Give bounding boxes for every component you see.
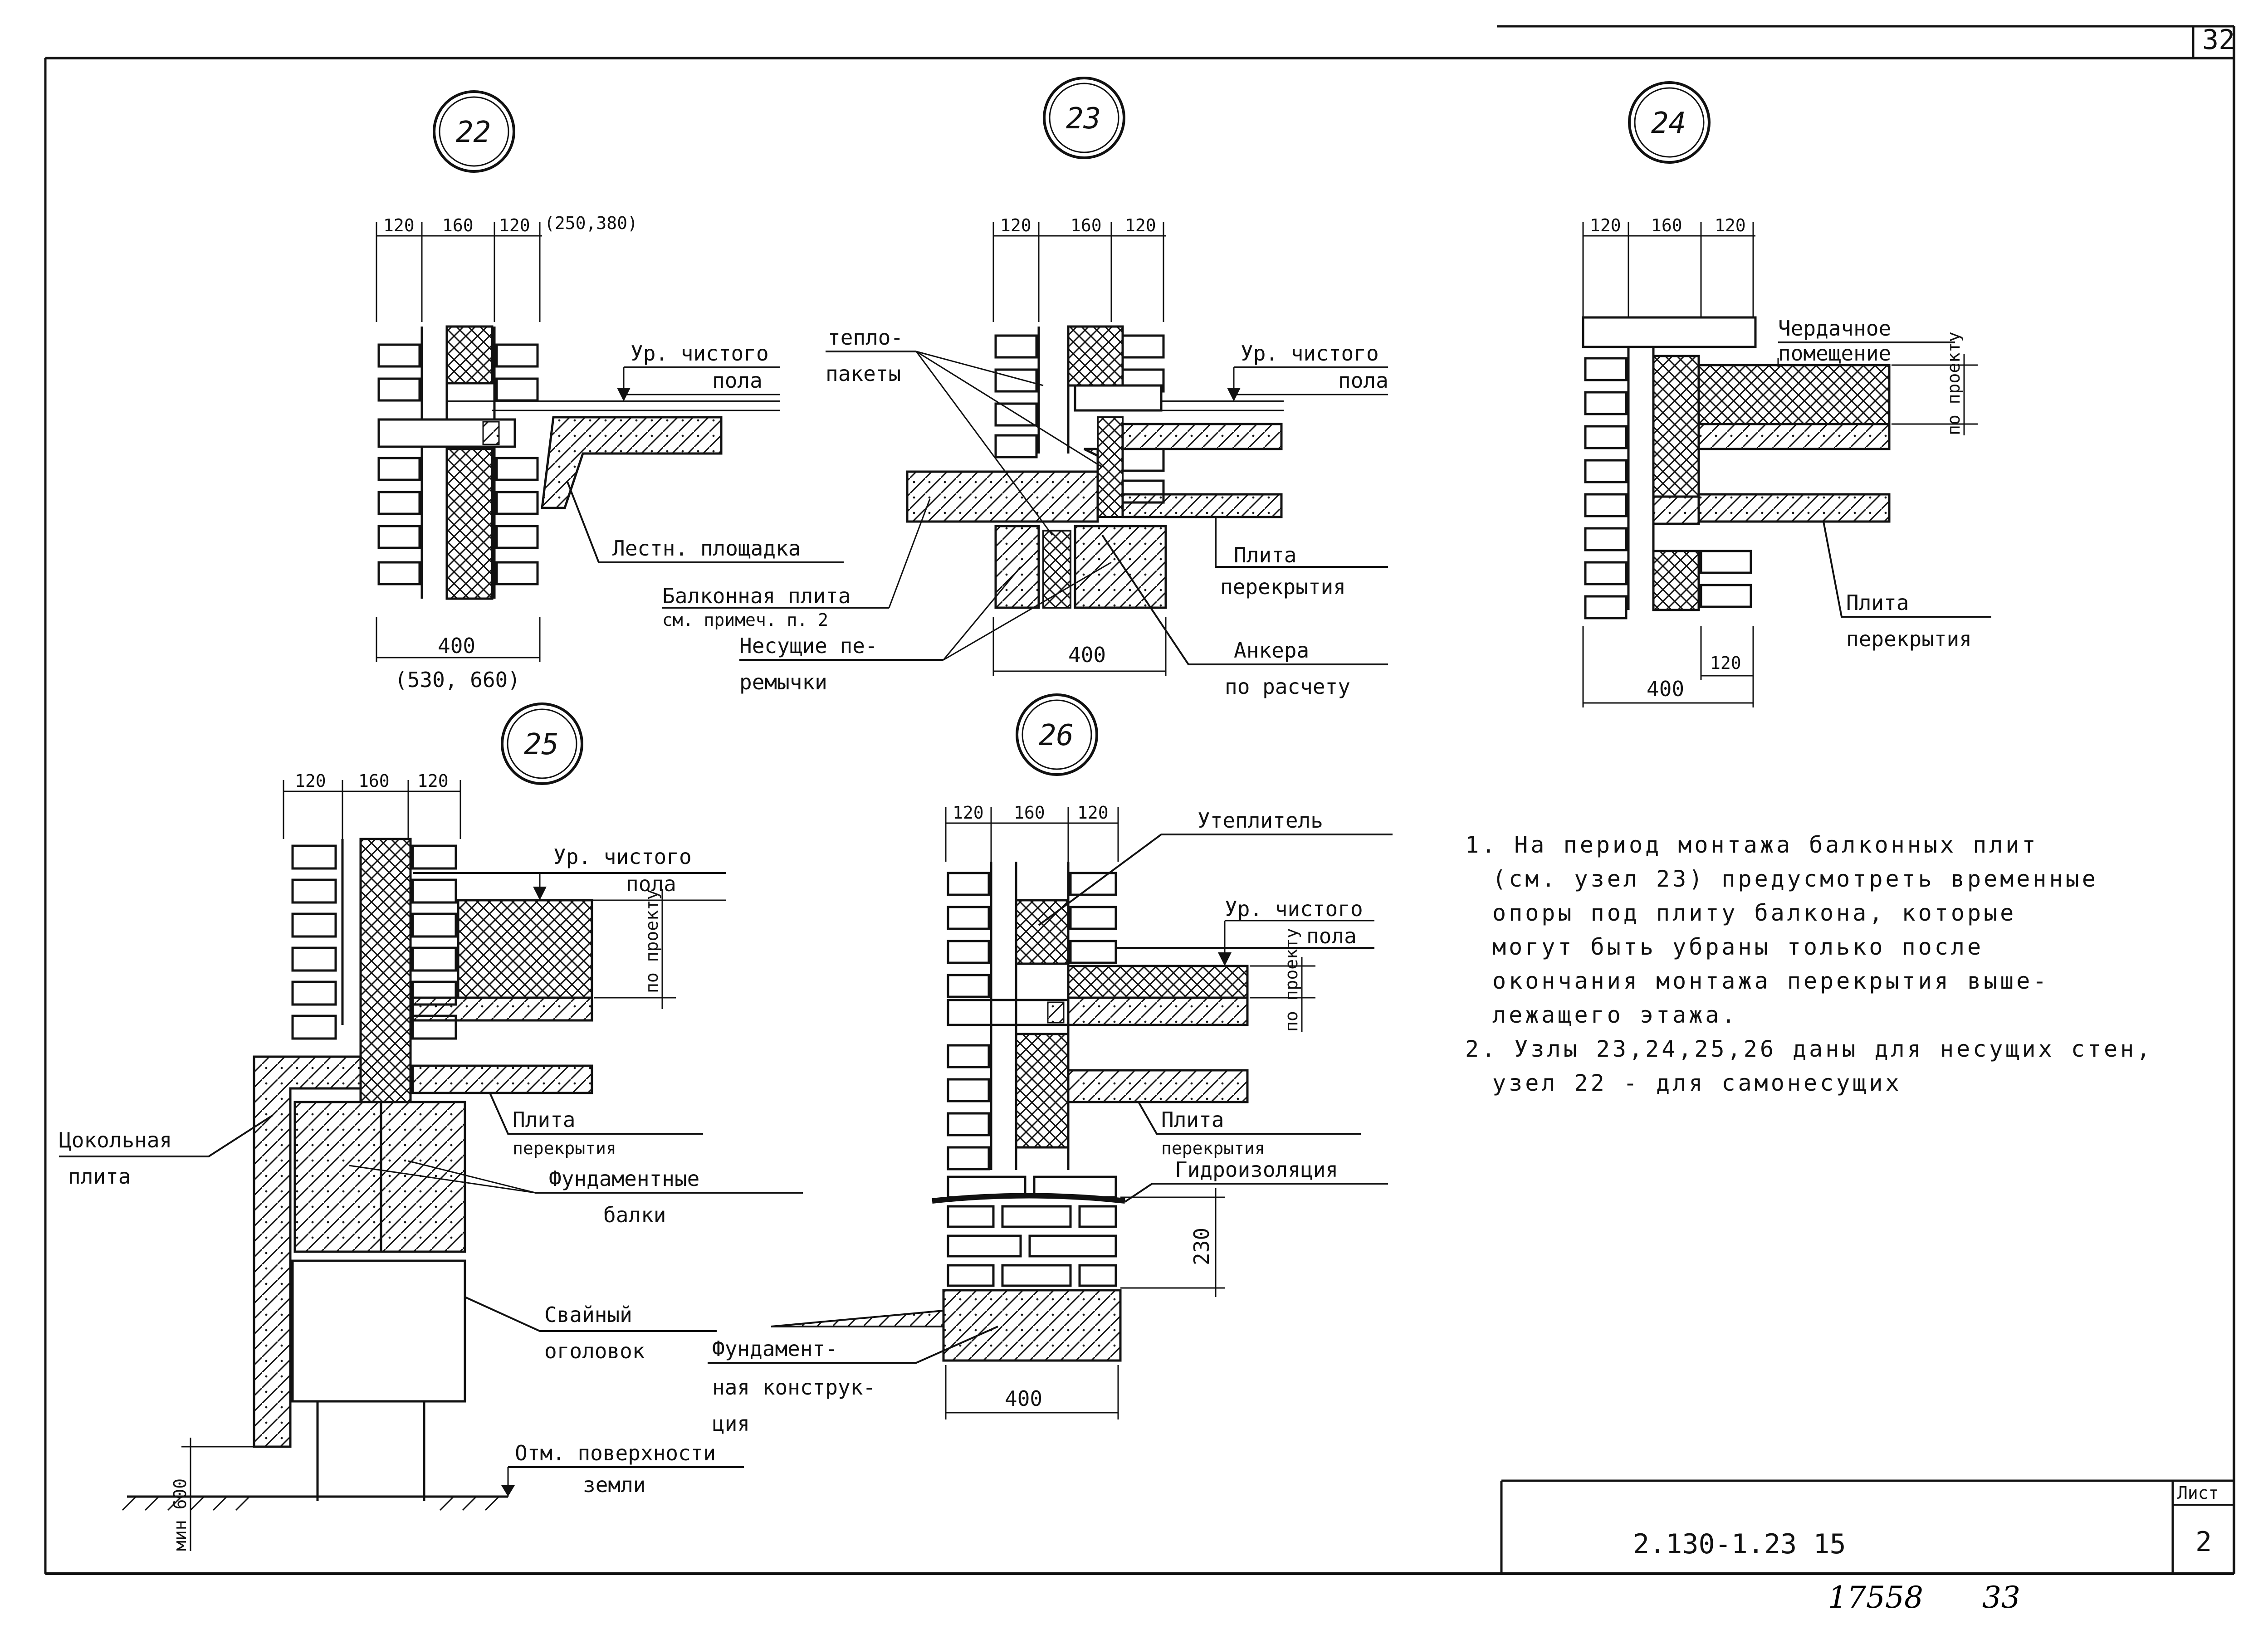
n25-dim-1: 120	[295, 771, 326, 791]
n25-pile-label-1: Свайный	[544, 1302, 632, 1327]
n25-ground-label-1: Отм. поверхности	[515, 1441, 716, 1465]
n24-by-design: по проекту	[1944, 332, 1964, 435]
n24-dim-3: 120	[1715, 215, 1746, 235]
n25-plinth-label-1: Цокольная	[59, 1128, 172, 1152]
n23-dim-1: 120	[1000, 215, 1031, 235]
n24-dim-1: 120	[1590, 215, 1621, 235]
n25-slab-label-1: Плита	[513, 1107, 575, 1132]
n26-floor-label-2: пола	[1306, 924, 1357, 948]
n26-slab-label-1: Плита	[1161, 1107, 1224, 1132]
n22-dim-bottom: 400	[438, 634, 475, 658]
node-25: 25 120 160 120	[59, 702, 803, 1551]
n23-insul-label-2: пакеты	[826, 361, 901, 386]
n23-balcony-label-1: Балконная плита	[662, 584, 850, 608]
list-number: 2	[2195, 1526, 2212, 1558]
n22-dim-1: 120	[383, 215, 415, 235]
n25-ground-label-2: земли	[583, 1473, 645, 1497]
n26-insulation-label: Утеплитель	[1198, 808, 1323, 833]
n23-floor-label-2: пола	[1338, 368, 1388, 393]
n24-slab-label-2: перекрытия	[1846, 627, 1972, 651]
note-line-1: 1. На период монтажа балконных плит	[1465, 832, 2038, 858]
n23-dim-bottom: 400	[1068, 643, 1106, 667]
n25-by-design: по проекту	[642, 889, 662, 993]
n26-dim-1: 120	[953, 803, 984, 823]
n26-waterproof-label: Гидроизоляция	[1175, 1157, 1338, 1182]
n26-found-label-1: Фундамент-	[712, 1336, 838, 1361]
note-line-7: 2. Узлы 23,24,25,26 даны для несущих сте…	[1465, 1036, 2153, 1062]
node-23: 23 120 160 120	[662, 77, 1388, 699]
n24-slab-label-1: Плита	[1846, 590, 1909, 615]
n22-dim-4: (250,380)	[544, 213, 638, 233]
node-25-number: 25	[524, 728, 559, 761]
note-line-5: окончания монтажа перекрытия выше-	[1492, 968, 2049, 994]
note-line-2: (см. узел 23) предусмотреть временные	[1492, 866, 2098, 892]
n26-dim-2: 160	[1014, 803, 1045, 823]
handwritten-page-number: 33	[1982, 1580, 2020, 1615]
n22-stair-label: Лестн. площадка	[612, 536, 801, 561]
n25-plinth-label-2: плита	[68, 1164, 131, 1189]
n22-dim-3: 120	[499, 215, 530, 235]
n23-dim-3: 120	[1125, 215, 1156, 235]
node-24: 24 120 160 120 Чердачное	[1582, 81, 1991, 707]
n23-slab-label-1: Плита	[1234, 543, 1296, 567]
note-line-3: опоры под плиту балкона, которые	[1492, 900, 2016, 926]
note-line-8: узел 22 - для самонесущих	[1492, 1070, 1902, 1096]
n26-found-label-3: ция	[712, 1411, 750, 1436]
n23-floor-label-1: Ур. чистого	[1241, 341, 1379, 366]
sheet-corner-number: 32	[2202, 24, 2235, 56]
n26-floor-label-1: Ур. чистого	[1225, 897, 1363, 921]
n22-floor-label-2: пола	[712, 368, 763, 393]
n23-lintel-label-1: Несущие пе-	[739, 634, 878, 658]
n25-floor-label-2: пола	[626, 872, 676, 896]
n25-beams-label-1: Фундаментные	[549, 1166, 699, 1191]
n26-dim-bottom: 400	[1005, 1386, 1042, 1411]
n25-dim-2: 160	[358, 771, 390, 791]
n24-dim-bottom: 400	[1647, 677, 1684, 701]
n23-insul-label-1: тепло-	[828, 325, 903, 350]
n23-lintel-label-2: ремычки	[739, 670, 827, 694]
n25-beams-label-2: балки	[603, 1203, 666, 1227]
n24-attic-label-1: Чердачное	[1778, 316, 1891, 341]
n22-dim-2: 160	[442, 215, 474, 235]
n26-dim-230: 230	[1189, 1228, 1214, 1265]
note-line-4: могут быть убраны только после	[1492, 934, 1984, 960]
n26-dim-3: 120	[1077, 803, 1109, 823]
n26-found-label-2: ная конструк-	[712, 1375, 875, 1400]
n24-attic-label-2: помещение	[1778, 341, 1891, 366]
notes-block: 1. На период монтажа балконных плит (см.…	[1465, 832, 2153, 1096]
n26-slab-label-2: перекрытия	[1161, 1138, 1265, 1158]
doc-code: 2.130-1.23 15	[1633, 1528, 1846, 1560]
n23-anchor-label-2: по расчету	[1225, 674, 1350, 699]
node-23-number: 23	[1066, 102, 1101, 136]
n25-pile-label-2: оголовок	[544, 1339, 645, 1363]
n25-min-dim: мин 600	[170, 1478, 190, 1551]
n24-dim-small: 120	[1710, 653, 1741, 673]
n22-dim-bottom-alt: (530, 660)	[395, 668, 520, 692]
n25-slab-label-2: перекрытия	[513, 1138, 616, 1158]
node-24-number: 24	[1651, 107, 1686, 140]
n25-dim-3: 120	[417, 771, 449, 791]
n24-dim-2: 160	[1651, 215, 1682, 235]
n23-dim-2: 160	[1070, 215, 1102, 235]
n23-balcony-label-2: см. примеч. п. 2	[662, 610, 828, 630]
n25-floor-label-1: Ур. чистого	[553, 844, 692, 869]
node-22: 22 120 160 120 (250,380)	[376, 90, 844, 692]
handwritten-inventory-number: 17558	[1828, 1580, 1923, 1615]
node-26-number: 26	[1039, 719, 1074, 752]
note-line-6: лежащего этажа.	[1492, 1002, 1738, 1028]
sheet-frame	[44, 25, 2235, 1575]
n23-slab-label-2: перекрытия	[1220, 575, 1346, 599]
node-22-number: 22	[456, 116, 491, 149]
n23-anchor-label-1: Анкера	[1234, 638, 1309, 663]
list-label: Лист	[2177, 1483, 2219, 1503]
node-26: 26 120 160 120	[708, 693, 1393, 1436]
n22-floor-label-1: Ур. чистого	[631, 341, 769, 366]
n26-by-design: по проекту	[1281, 928, 1301, 1032]
